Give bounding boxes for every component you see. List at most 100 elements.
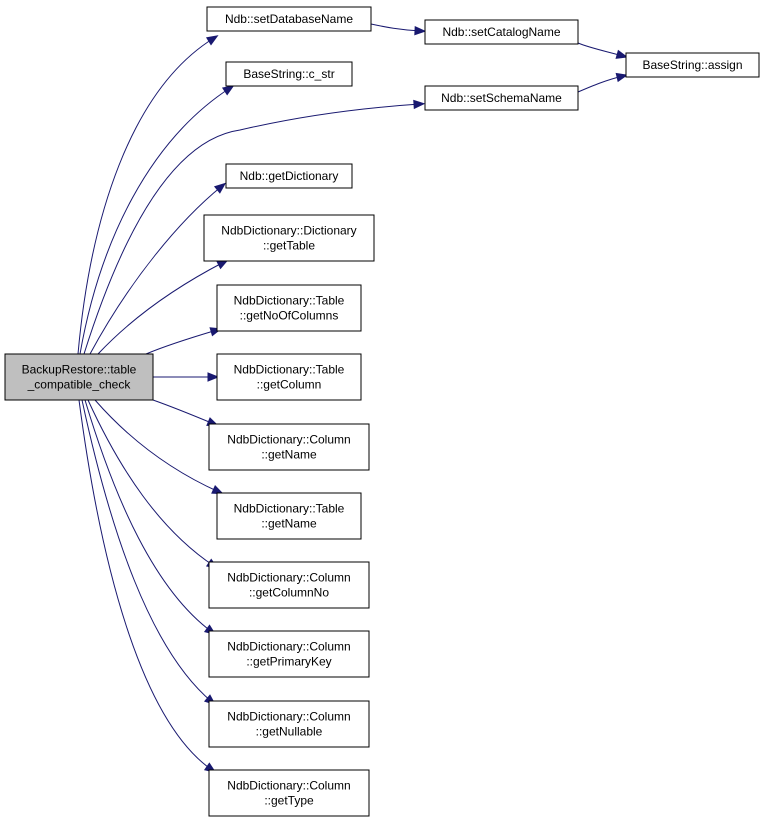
node-label: _compatible_check [27,378,132,392]
node-box [206,6,372,32]
edge-setCatalogName-to-assign [577,42,629,59]
edge-line [94,399,220,493]
node-box [625,52,760,78]
edge-line [152,399,215,425]
node-getNoOfColumns[interactable]: NdbDictionary::Table::getNoOfColumns [216,284,362,332]
node-root[interactable]: BackupRestore::table_compatible_check [4,353,154,401]
node-label: ::getNullable [256,725,323,739]
edge-root-to-getTable [97,259,229,355]
node-setDatabaseName[interactable]: Ndb::setDatabaseName [206,6,372,32]
edge-root-to-getColumn [153,372,220,382]
edge-root-to-setSchemaName [83,99,426,355]
edge-line [97,261,225,355]
edge-line [145,329,218,355]
node-box [216,284,362,332]
node-label: Ndb::setSchemaName [441,91,562,105]
arrowhead-icon [205,35,219,46]
edge-line [78,399,213,771]
arrowhead-icon [213,182,227,194]
edge-line [370,23,422,32]
node-label: NdbDictionary::Column [227,779,350,793]
node-box [225,163,353,189]
node-label: NdbDictionary::Table [234,294,345,308]
node-label: ::getType [264,794,314,808]
node-label: Ndb::setCatalogName [442,25,560,39]
node-getColumnNo[interactable]: NdbDictionary::Column::getColumnNo [208,561,370,609]
node-setSchemaName[interactable]: Ndb::setSchemaName [424,85,579,111]
node-box [208,700,370,748]
node-label: NdbDictionary::Column [227,640,350,654]
node-box [208,423,370,471]
node-label: BackupRestore::table [22,363,137,377]
node-c_str[interactable]: BaseString::c_str [225,61,353,87]
node-getDictionary[interactable]: Ndb::getDictionary [225,163,353,189]
node-colGetName[interactable]: NdbDictionary::Column::getName [208,423,370,471]
edge-line [83,103,421,355]
node-label: ::getName [261,448,317,462]
node-label: Ndb::getDictionary [240,169,339,183]
node-label: Ndb::setDatabaseName [225,12,353,26]
arrowhead-icon [615,49,629,59]
node-box [225,61,353,87]
edge-root-to-tableGetName [94,399,224,495]
edge-setDatabaseName-to-setCatalogName [370,23,427,36]
node-label: ::getTable [263,239,315,253]
node-label: BaseString::assign [642,58,742,72]
node-label: ::getName [261,517,317,531]
edge-root-to-getDictionary [89,182,227,355]
arrowhead-icon [414,25,427,36]
node-box [216,353,362,401]
node-box [424,19,579,45]
edge-line [81,399,213,703]
edge-root-to-getType [78,399,217,774]
edge-layer [77,23,629,774]
arrowhead-icon [615,72,629,83]
node-label: ::getColumn [257,378,322,392]
edge-setSchemaName-to-assign [577,72,629,93]
node-label: NdbDictionary::Dictionary [221,224,356,238]
node-box [208,561,370,609]
edge-line [89,185,223,355]
node-label: ::getNoOfColumns [240,309,339,323]
node-label: NdbDictionary::Table [234,363,345,377]
arrowhead-icon [207,372,220,382]
edge-root-to-colGetName [152,399,219,427]
node-label: NdbDictionary::Column [227,571,350,585]
node-label: NdbDictionary::Table [234,502,345,516]
edge-root-to-getNoOfColumns [145,327,223,355]
node-label: NdbDictionary::Column [227,710,350,724]
arrowhead-icon [413,99,426,110]
edge-line [577,42,624,57]
edge-line [77,37,215,355]
edge-line [577,75,624,93]
node-getType[interactable]: NdbDictionary::Column::getType [208,769,370,817]
node-label: ::getPrimaryKey [246,655,331,669]
node-label: BaseString::c_str [243,67,334,81]
edge-root-to-getPrimaryKey [84,399,217,636]
edge-line [87,399,215,567]
node-box [203,214,375,262]
node-box [208,769,370,817]
node-box [216,492,362,540]
edge-root-to-c_str [79,85,235,355]
arrowhead-icon [211,485,224,495]
node-assign[interactable]: BaseString::assign [625,52,760,78]
edge-root-to-setDatabaseName [77,35,219,355]
node-getPrimaryKey[interactable]: NdbDictionary::Column::getPrimaryKey [208,630,370,678]
node-box [208,630,370,678]
node-getTable[interactable]: NdbDictionary::Dictionary::getTable [203,214,375,262]
node-tableGetName[interactable]: NdbDictionary::Table::getName [216,492,362,540]
node-label: ::getColumnNo [249,586,329,600]
node-box [424,85,579,111]
arrowhead-icon [221,85,235,96]
node-getColumn[interactable]: NdbDictionary::Table::getColumn [216,353,362,401]
edge-root-to-getColumnNo [87,399,219,569]
node-box [4,353,154,401]
node-setCatalogName[interactable]: Ndb::setCatalogName [424,19,579,45]
node-label: NdbDictionary::Column [227,433,350,447]
edge-line [79,87,231,355]
edge-line [84,399,213,633]
node-getNullable[interactable]: NdbDictionary::Column::getNullable [208,700,370,748]
node-layer: BackupRestore::table_compatible_checkNdb… [4,6,760,817]
